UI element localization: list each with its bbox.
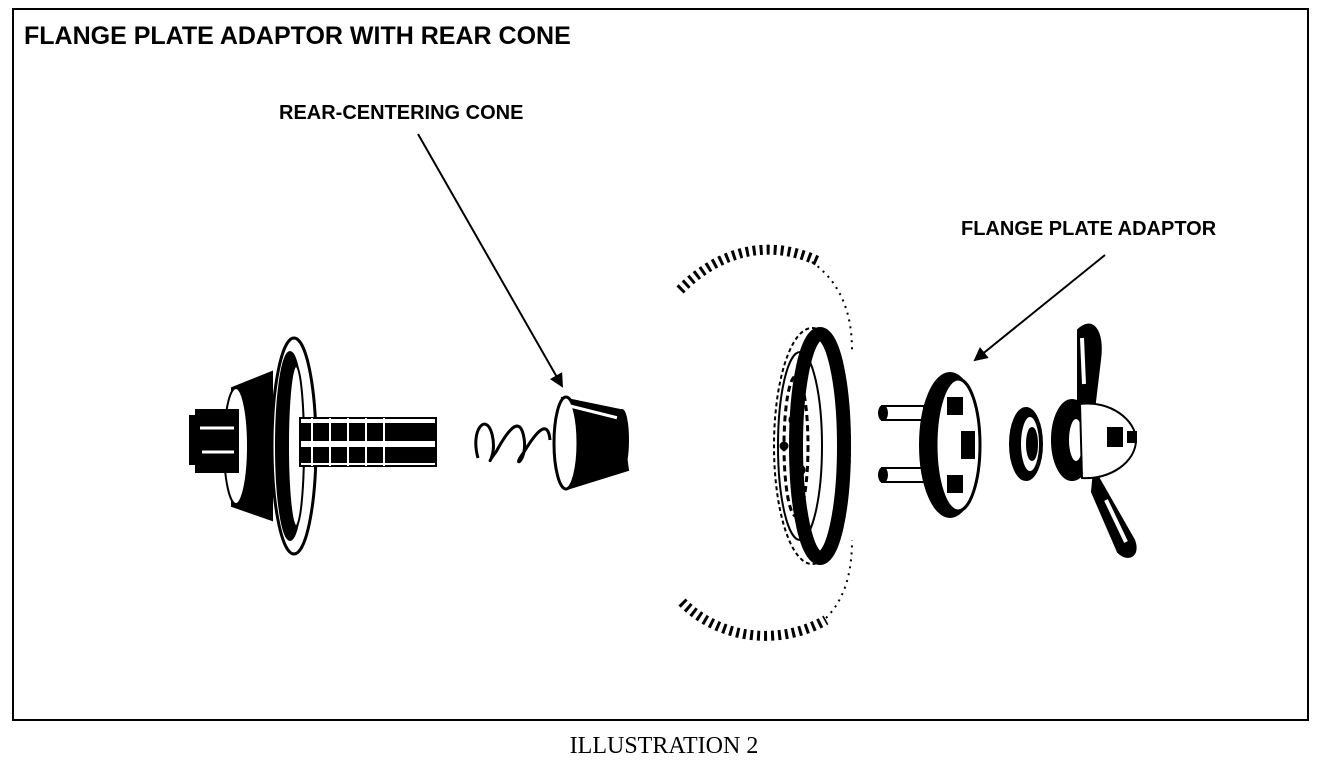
wing-nut: [1051, 323, 1138, 558]
wheel-and-tire: [676, 244, 853, 641]
leader-line-flange: [973, 254, 1106, 362]
leader-line-cone: [417, 133, 563, 388]
flange-plate-adaptor: [878, 372, 982, 518]
label-rear-centering-cone: REAR-CENTERING CONE: [279, 102, 524, 124]
rear-centering-cone: [552, 395, 630, 491]
figure-caption: ILLUSTRATION 2: [569, 733, 759, 759]
spring: [474, 422, 552, 464]
spacer-ring: [1009, 407, 1043, 481]
label-flange-plate-adaptor: FLANGE PLATE ADAPTOR: [961, 218, 1217, 240]
figure-title: FLANGE PLATE ADAPTOR WITH REAR CONE: [24, 22, 571, 50]
shaft-assembly: [189, 336, 437, 556]
